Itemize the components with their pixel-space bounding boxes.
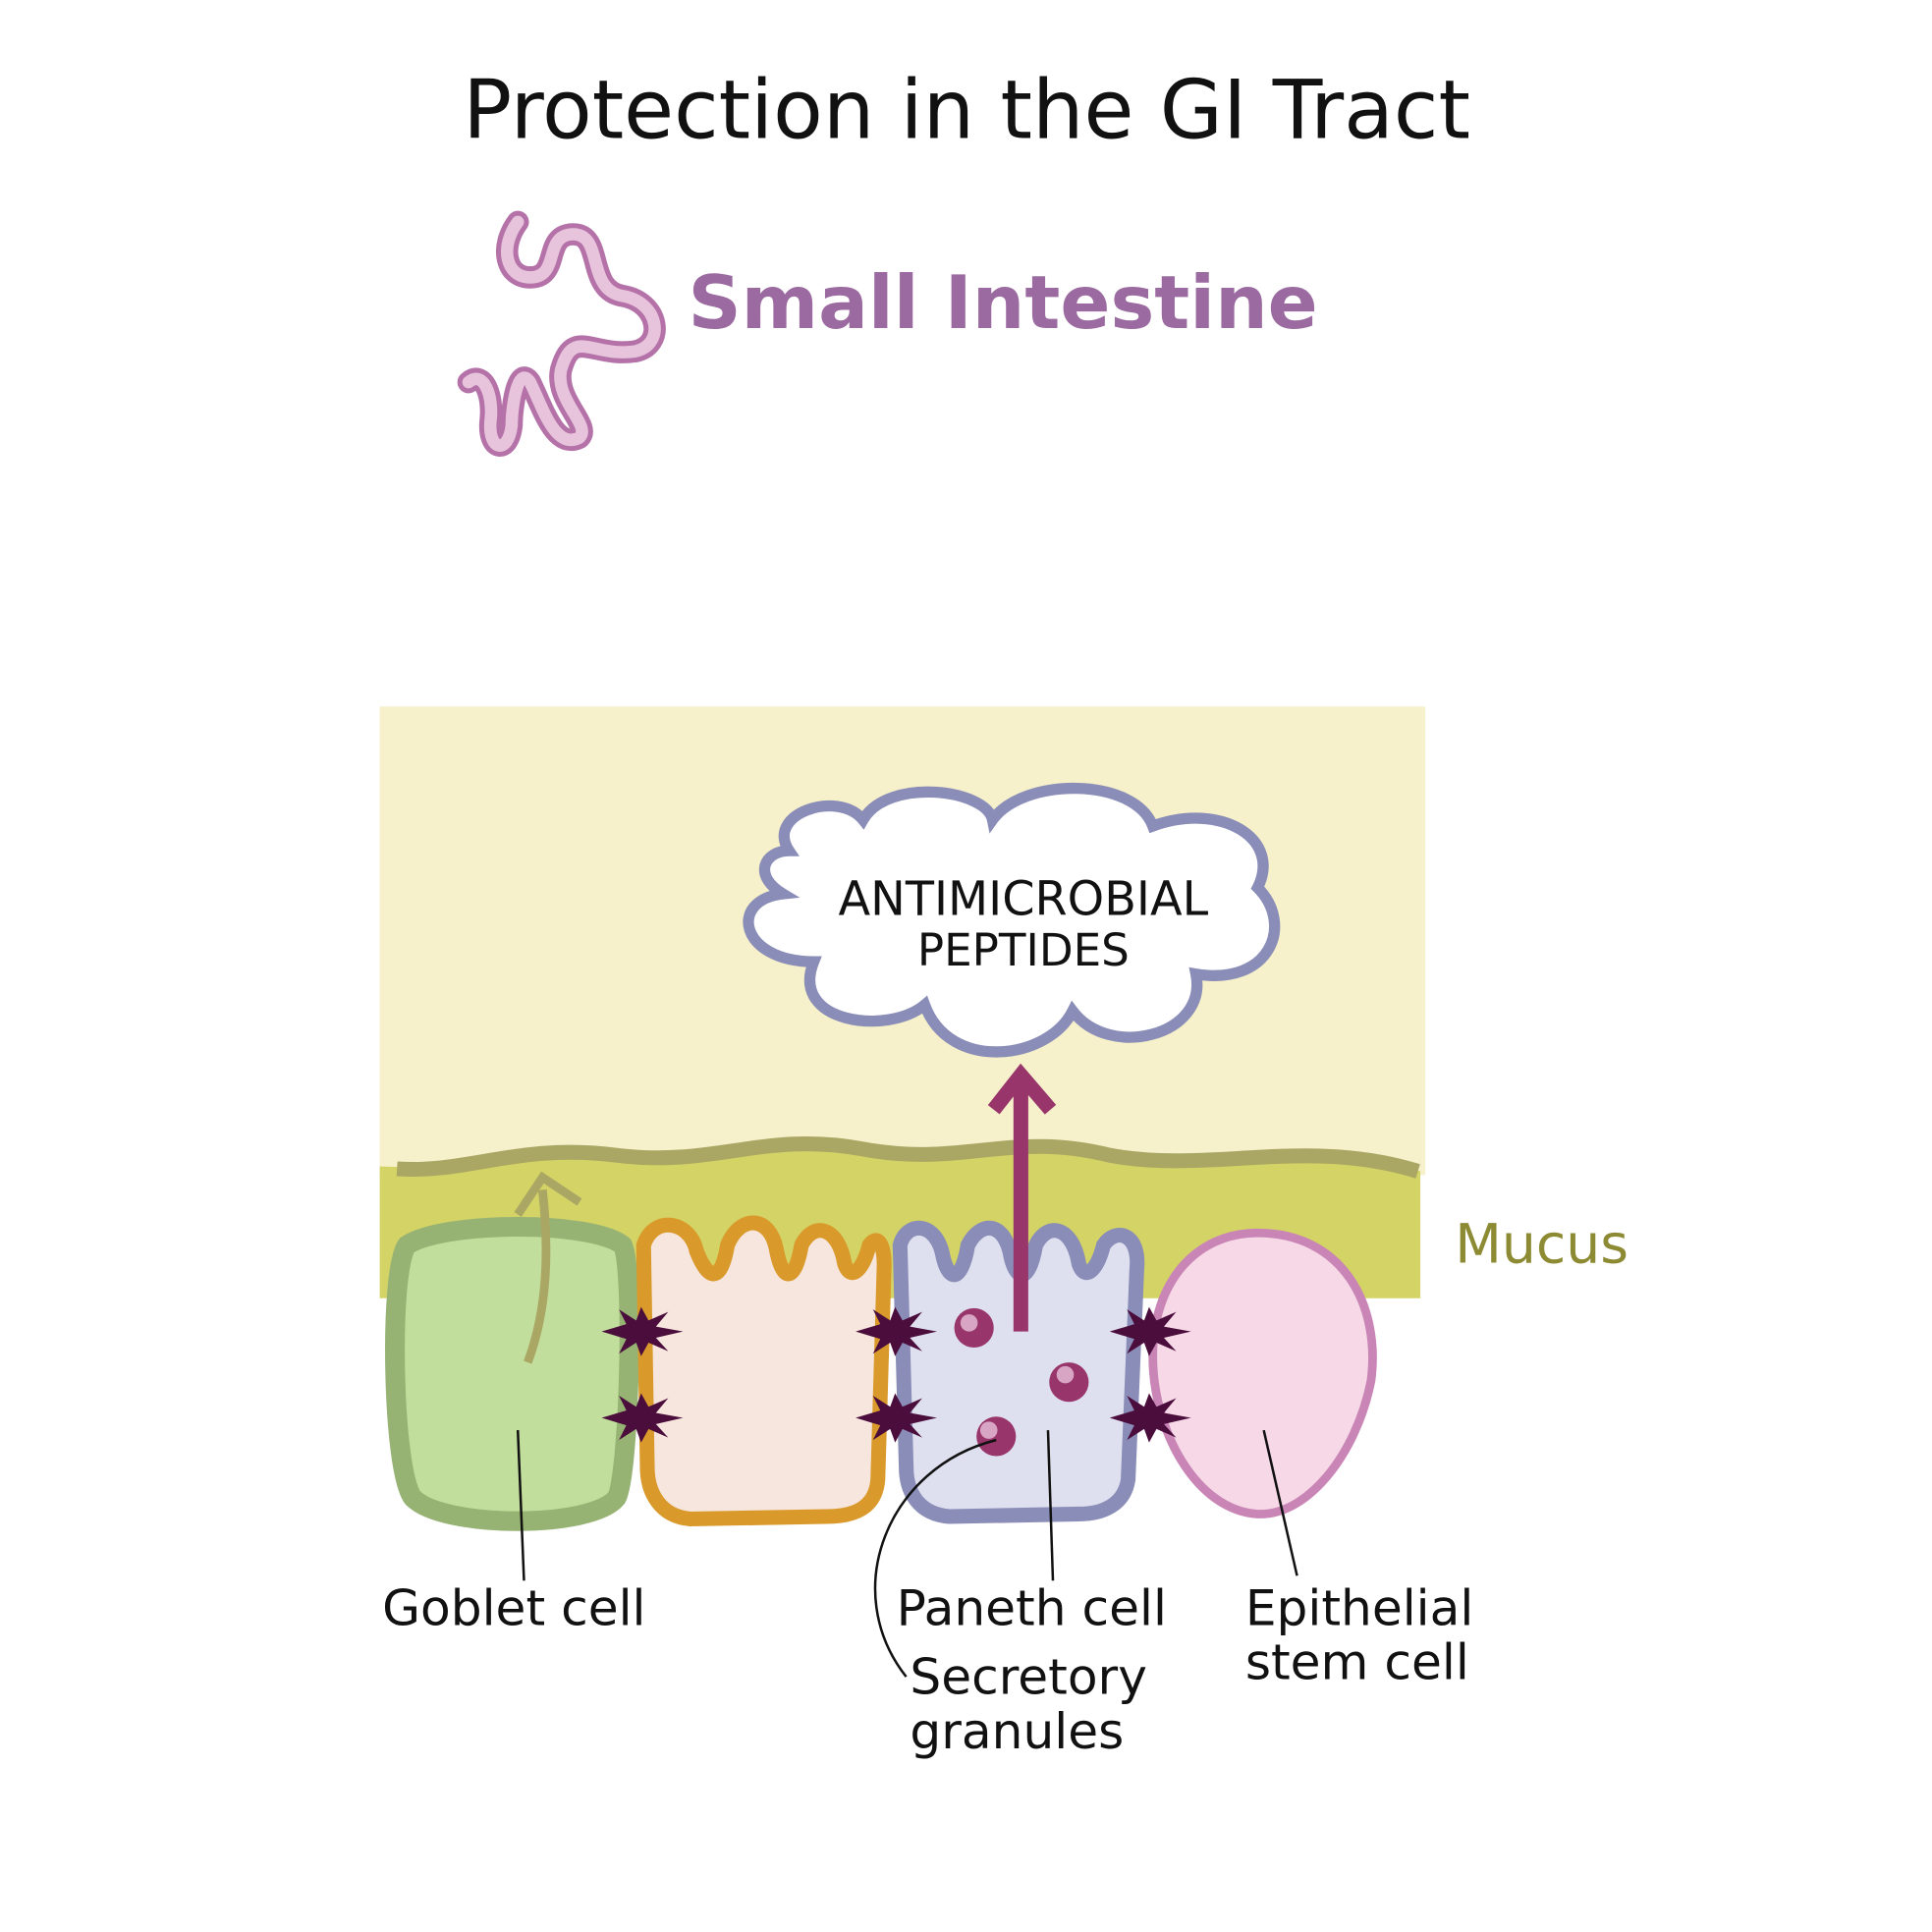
secretory-granules — [954, 1307, 1089, 1457]
secretory-granules-label-2: granules — [910, 1702, 1124, 1760]
junction-icon — [601, 1306, 684, 1356]
enterocyte-cell — [635, 1215, 892, 1527]
mucus-arrowhead — [514, 1171, 582, 1217]
peptide-arrowhead — [987, 1063, 1057, 1115]
organ-label: Small Intestine — [688, 259, 1317, 346]
stem-cell-label-1: Epithelial — [1245, 1578, 1474, 1636]
leader-lines — [516, 1429, 1298, 1678]
mucus-secretion-arrow — [524, 1188, 551, 1364]
epithelial-stem-cell — [1148, 1228, 1377, 1518]
antimicrobial-peptides-cloud: Antimicrobial Peptides — [743, 782, 1281, 1058]
paneth-cell-label: Paneth cell — [897, 1578, 1167, 1636]
cloud-line-2: Peptides — [917, 924, 1130, 976]
title: Protection in the GI Tract — [463, 63, 1470, 158]
small-intestine-icon — [457, 210, 666, 457]
paneth-cell — [892, 1221, 1145, 1524]
stem-cell-label-2: stem cell — [1245, 1633, 1469, 1691]
mucus-surface — [396, 1136, 1420, 1179]
tight-junctions — [601, 1306, 1191, 1443]
cloud-line-1: Antimicrobial — [839, 872, 1209, 926]
goblet-cell — [385, 1216, 639, 1531]
mucus-label: Mucus — [1455, 1213, 1628, 1276]
goblet-cell-label: Goblet cell — [382, 1578, 645, 1636]
secretory-granules-label-1: Secretory — [910, 1648, 1147, 1706]
